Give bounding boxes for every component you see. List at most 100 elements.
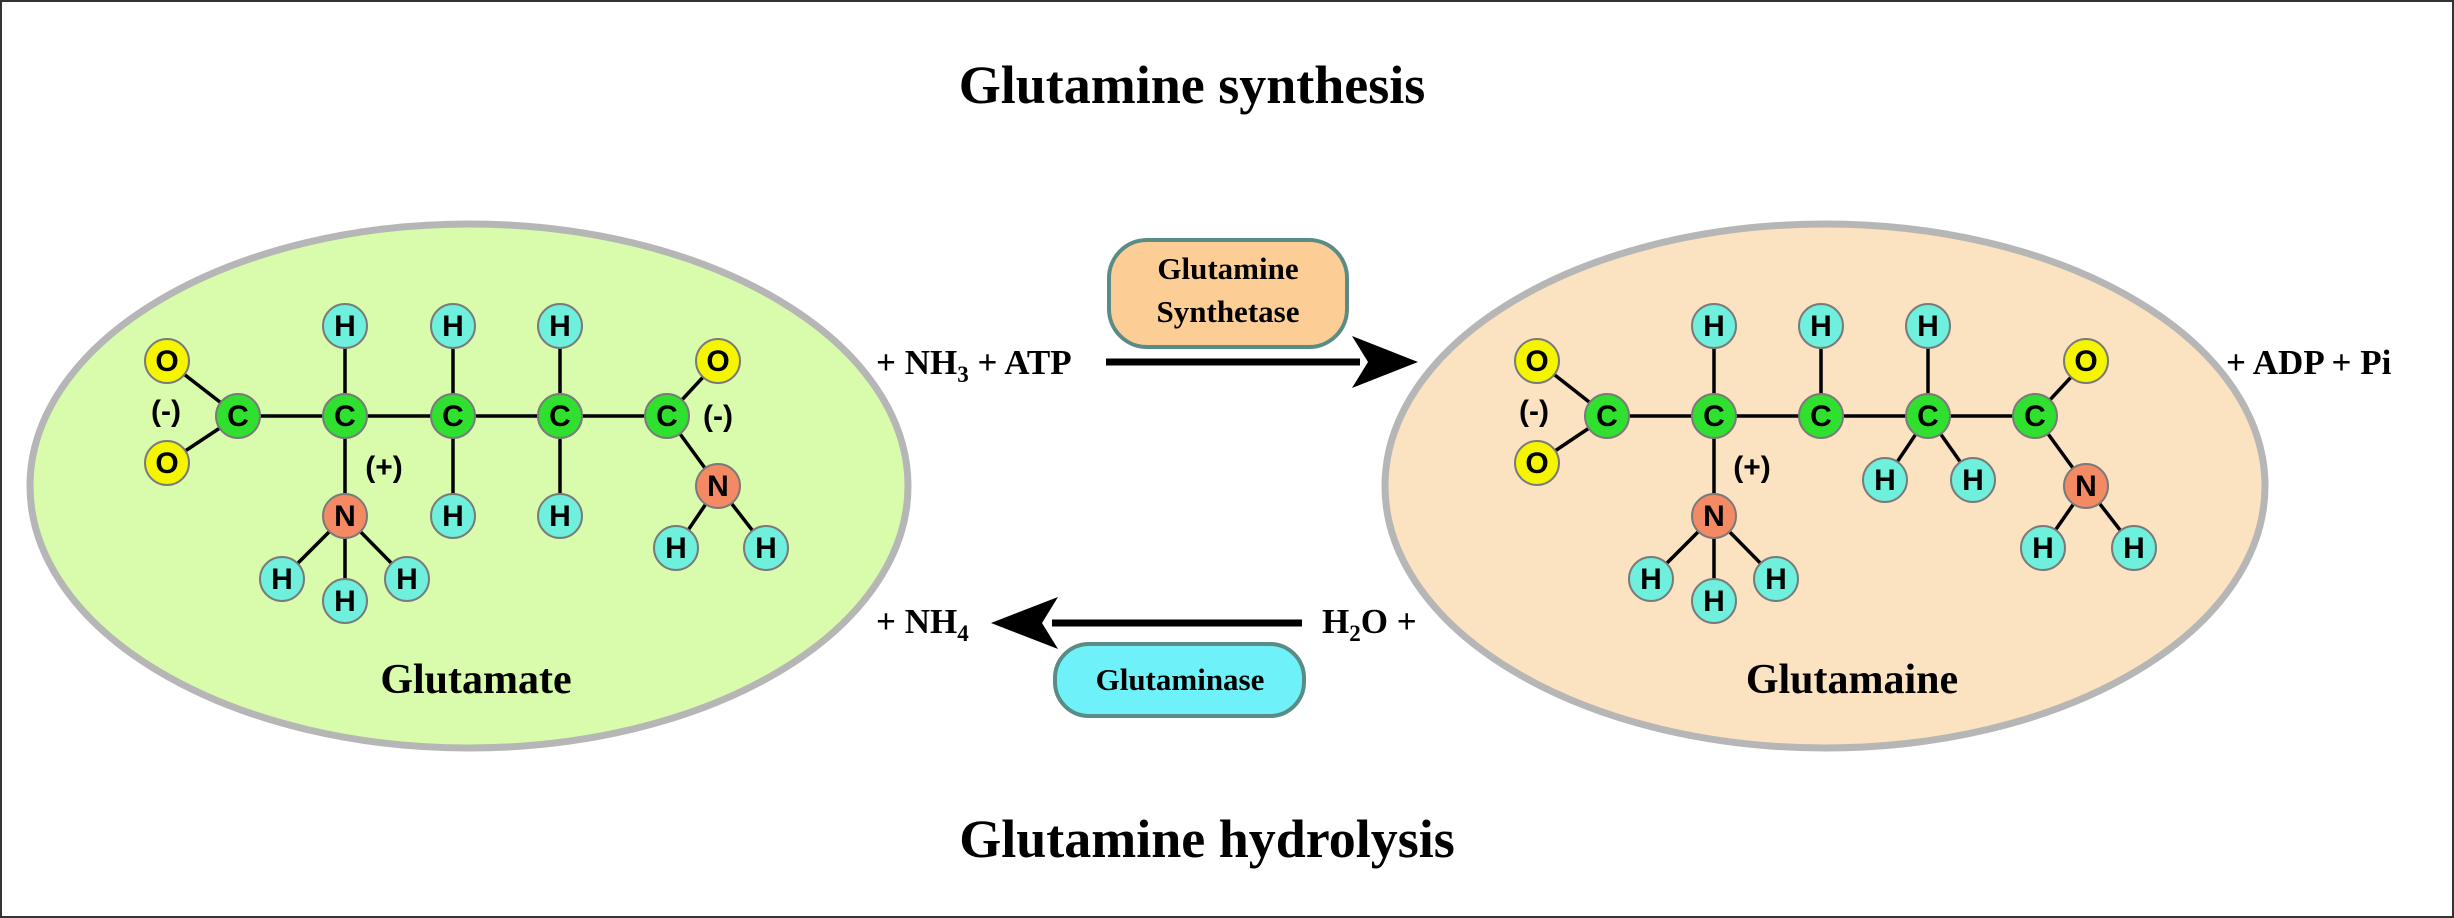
glutamine-atom-h: H bbox=[1798, 303, 1844, 349]
glutamine-atom-h: H bbox=[1905, 303, 1951, 349]
svg-text:C: C bbox=[656, 400, 678, 433]
synthetase-label-line2: Synthetase bbox=[1157, 294, 1300, 329]
svg-text:C: C bbox=[334, 400, 356, 433]
svg-text:O: O bbox=[1525, 345, 1548, 378]
nh3-atp-label: + NH3 + ATP bbox=[876, 343, 1072, 387]
glutamine-atom-n: N bbox=[1691, 493, 1737, 539]
svg-text:C: C bbox=[1810, 400, 1832, 433]
glutaminase-label: Glutaminase bbox=[1096, 662, 1265, 697]
glutamine-atom-c: C bbox=[1691, 393, 1737, 439]
svg-text:H: H bbox=[1765, 563, 1787, 596]
glutamine-charge-minus: (-) bbox=[1519, 395, 1549, 428]
glutamate-atom-c: C bbox=[537, 393, 583, 439]
svg-text:O: O bbox=[2074, 345, 2097, 378]
glutamine-atom-h: H bbox=[2111, 525, 2157, 571]
adp-pi-label: + ADP + Pi bbox=[2226, 343, 2392, 382]
svg-text:H: H bbox=[549, 500, 571, 533]
svg-text:N: N bbox=[2075, 470, 2097, 503]
glutamate-charge-minus: (-) bbox=[151, 395, 181, 428]
glutamine-atom-h: H bbox=[1691, 303, 1737, 349]
glutamate-atom-c: C bbox=[322, 393, 368, 439]
svg-text:C: C bbox=[1917, 400, 1939, 433]
svg-text:O: O bbox=[155, 345, 178, 378]
forward-arrow bbox=[1106, 336, 1418, 388]
glutamate-atom-h: H bbox=[653, 525, 699, 571]
title-glutamine-hydrolysis: Glutamine hydrolysis bbox=[959, 809, 1455, 869]
h2o-label: H2O + bbox=[1322, 602, 1417, 646]
glutamate-atom-h: H bbox=[259, 556, 305, 602]
svg-text:C: C bbox=[227, 400, 249, 433]
svg-text:C: C bbox=[442, 400, 464, 433]
glutamate-charge-plus: (+) bbox=[365, 451, 403, 484]
reverse-arrow bbox=[991, 597, 1302, 649]
svg-text:O: O bbox=[706, 345, 729, 378]
glutamate-atom-h: H bbox=[430, 493, 476, 539]
svg-text:O: O bbox=[1525, 447, 1548, 480]
glutamine-atom-c: C bbox=[1798, 393, 1844, 439]
glutamine-atom-h: H bbox=[1691, 578, 1737, 624]
glutamine-atom-n: N bbox=[2063, 463, 2109, 509]
glutamate-atom-h: H bbox=[537, 303, 583, 349]
glutamine-atom-h: H bbox=[1753, 556, 1799, 602]
glutamine-atom-h: H bbox=[1628, 556, 1674, 602]
glutaminase-box: Glutaminase bbox=[1053, 642, 1306, 718]
svg-text:H: H bbox=[442, 500, 464, 533]
glutamine-atom-h: H bbox=[2020, 525, 2066, 571]
svg-text:H: H bbox=[549, 310, 571, 343]
svg-text:H: H bbox=[396, 563, 418, 596]
svg-text:H: H bbox=[1703, 585, 1725, 618]
svg-text:H: H bbox=[1917, 310, 1939, 343]
svg-text:H: H bbox=[1703, 310, 1725, 343]
glutamine-atom-o: O bbox=[2063, 338, 2109, 384]
glutamate-atom-c: C bbox=[430, 393, 476, 439]
glutamate-atom-n: N bbox=[695, 463, 741, 509]
glutamine-ellipse bbox=[1381, 220, 2269, 752]
glutamate-atom-h: H bbox=[384, 556, 430, 602]
glutamine-atom-o: O bbox=[1514, 338, 1560, 384]
glutamine-atom-c: C bbox=[1584, 393, 1630, 439]
svg-text:H: H bbox=[2123, 532, 2145, 565]
glutamine-charge-plus: (+) bbox=[1733, 451, 1771, 484]
svg-text:C: C bbox=[2024, 400, 2046, 433]
svg-text:H: H bbox=[1874, 464, 1896, 497]
glutamate-charge-minus: (-) bbox=[703, 400, 733, 433]
glutamate-atom-o: O bbox=[144, 338, 190, 384]
glutamate-atom-o: O bbox=[144, 440, 190, 486]
glutamate-atom-c: C bbox=[215, 393, 261, 439]
glutamate-name: Glutamate bbox=[380, 657, 571, 703]
glutamate-atom-h: H bbox=[322, 303, 368, 349]
glutamine-atom-c: C bbox=[1905, 393, 1951, 439]
glutamate-atom-h: H bbox=[430, 303, 476, 349]
svg-text:H: H bbox=[1810, 310, 1832, 343]
synthetase-label-line1: Glutamine bbox=[1157, 251, 1298, 286]
title-glutamine-synthesis: Glutamine synthesis bbox=[959, 55, 1426, 115]
svg-text:N: N bbox=[1703, 500, 1725, 533]
svg-text:H: H bbox=[2032, 532, 2054, 565]
svg-text:O: O bbox=[155, 447, 178, 480]
svg-text:C: C bbox=[549, 400, 571, 433]
glutamate-atom-h: H bbox=[743, 525, 789, 571]
glutamate-atom-n: N bbox=[322, 493, 368, 539]
svg-text:H: H bbox=[665, 532, 687, 565]
glutamine-synthetase-box: Glutamine Synthetase bbox=[1107, 238, 1349, 349]
svg-text:H: H bbox=[442, 310, 464, 343]
glutamate-atom-h: H bbox=[537, 493, 583, 539]
svg-text:H: H bbox=[271, 563, 293, 596]
glutamine-atom-h: H bbox=[1862, 457, 1908, 503]
glutamate-ellipse bbox=[26, 220, 912, 752]
glutamate-atom-h: H bbox=[322, 578, 368, 624]
svg-text:H: H bbox=[334, 310, 356, 343]
glutamine-atom-h: H bbox=[1950, 457, 1996, 503]
svg-text:H: H bbox=[334, 585, 356, 618]
svg-text:N: N bbox=[707, 470, 729, 503]
glutamine-atom-o: O bbox=[1514, 440, 1560, 486]
svg-text:C: C bbox=[1596, 400, 1618, 433]
nh4-label: + NH4 bbox=[876, 602, 969, 646]
svg-text:H: H bbox=[1962, 464, 1984, 497]
glutamate-atom-o: O bbox=[695, 338, 741, 384]
svg-text:H: H bbox=[755, 532, 777, 565]
glutamine-atom-c: C bbox=[2012, 393, 2058, 439]
svg-text:C: C bbox=[1703, 400, 1725, 433]
